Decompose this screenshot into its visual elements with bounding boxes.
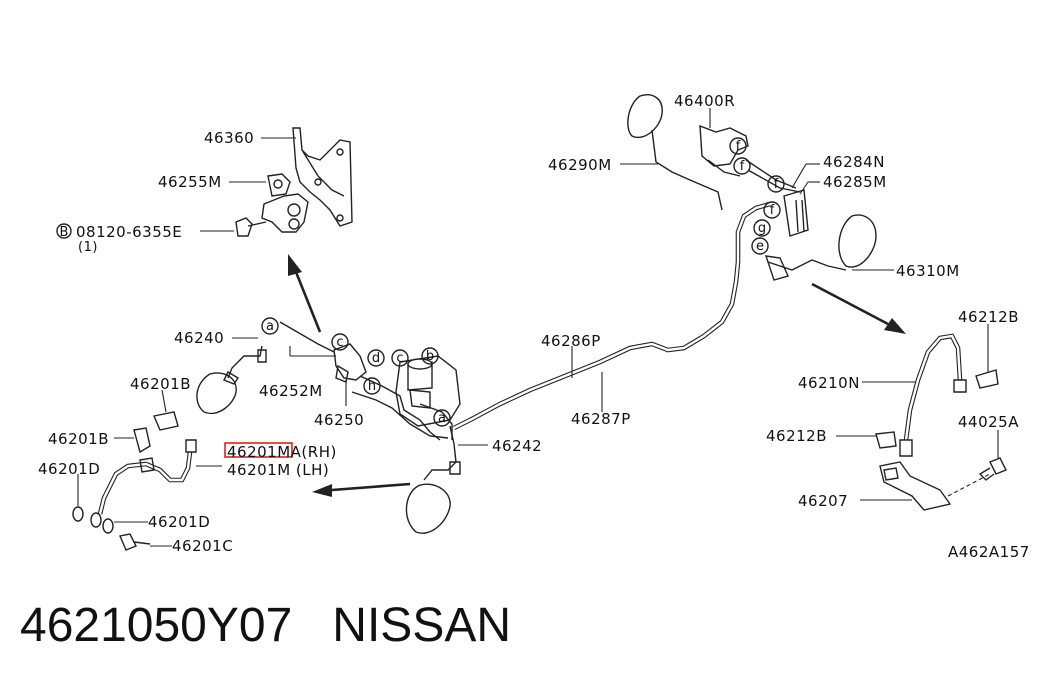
label-46286P: 46286P (541, 332, 601, 350)
footer-part-number: 4621050Y07 (20, 599, 293, 652)
callout-g-letter: g (758, 221, 766, 236)
label-46201C: 46201C (172, 537, 233, 555)
arrow-to-rear-hose (811, 282, 906, 334)
hose-46201M (97, 439, 222, 515)
callout-d-letter: d (372, 351, 380, 366)
label-46201B-upper: 46201B (130, 375, 191, 393)
label-46212B-lower: 46212B (766, 427, 827, 445)
clip-46201B-upper (153, 389, 179, 431)
callout-f-4-letter: f (770, 203, 775, 218)
callout-a (261, 317, 279, 335)
label-46201D-left: 46201D (38, 460, 100, 478)
label-46201B-lower: 46201B (48, 430, 109, 448)
label-46212B-upper: 46212B (958, 308, 1019, 326)
arrow-to-left-hose (312, 482, 411, 497)
callout-f-4 (763, 201, 781, 219)
label-46242: 46242 (492, 437, 542, 455)
bolt-prefix-letter: B (60, 225, 69, 240)
bracket-assembly-46360 (200, 127, 353, 237)
rear-bracket-46400R (620, 94, 801, 211)
label-46201D-right: 46201D (148, 513, 210, 531)
label-44025A: 44025A (958, 413, 1019, 431)
joint-46284N-46285M (783, 163, 820, 237)
hose-46242 (405, 425, 488, 534)
footer-caption: 4621050Y07 NISSAN (20, 598, 511, 653)
label-46310M: 46310M (896, 262, 960, 280)
bolt-44025A (978, 430, 1007, 481)
label-46252M: 46252M (259, 382, 323, 400)
callout-f-1 (729, 137, 747, 155)
callout-g (753, 219, 771, 237)
label-46210N: 46210N (798, 374, 860, 392)
clip-46212B-lower (836, 431, 897, 449)
callout-c-lower (391, 349, 409, 367)
label-46201MA-RH: 46201MA(RH) (227, 443, 337, 461)
abs-actuator-46250 (333, 343, 461, 441)
clip-46201B-lower (114, 427, 151, 454)
label-46287P: 46287P (571, 410, 631, 428)
hose-46210N (862, 333, 967, 457)
label-bolt-qty: (1) (78, 240, 98, 255)
callout-c-lower-letter: c (396, 351, 403, 366)
callout-e-letter: e (756, 239, 764, 254)
label-46284N: 46284N (823, 153, 885, 171)
arrow-to-bracket (288, 254, 322, 333)
callout-d (367, 349, 385, 367)
highlight-box-46201MA (224, 442, 293, 458)
callout-a-letter: a (266, 319, 274, 334)
figure-code: A462A157 (948, 543, 1030, 561)
clip-46212B-upper (975, 324, 999, 389)
tube-46286P-46287P (452, 201, 771, 431)
label-46400R: 46400R (674, 92, 735, 110)
callout-f-2 (733, 157, 751, 175)
callout-f-3-letter: f (774, 177, 779, 192)
washer-46201D-a (72, 474, 84, 522)
label-46201M-LH: 46201M (LH) (227, 461, 329, 479)
callout-e (751, 237, 769, 255)
label-46240: 46240 (174, 329, 224, 347)
label-46360: 46360 (204, 129, 254, 147)
callout-f-1-letter: f (736, 139, 741, 154)
callout-c-upper (331, 333, 349, 351)
washer-46201D-b (90, 512, 148, 534)
callout-h-letter: h (368, 379, 376, 394)
callout-b-letter: b (426, 349, 434, 364)
bolt-prefix-circle (56, 223, 72, 239)
label-46207: 46207 (798, 492, 848, 510)
label-46255M: 46255M (158, 173, 222, 191)
callout-f-3 (767, 175, 785, 193)
hose-46310M (764, 214, 894, 281)
bolt-46201C (119, 533, 172, 551)
hose-46240 (196, 321, 335, 415)
callout-a-lower (433, 409, 451, 427)
callout-f-2-letter: f (740, 159, 745, 174)
label-46285M: 46285M (823, 173, 887, 191)
callout-h (363, 377, 381, 395)
callout-a-lower-letter: a (438, 411, 446, 426)
bracket-46207 (860, 461, 991, 511)
callout-b (421, 347, 439, 365)
footer-brand: NISSAN (332, 599, 512, 652)
label-46290M: 46290M (548, 156, 612, 174)
label-46250: 46250 (314, 411, 364, 429)
callout-c-upper-letter: c (336, 335, 343, 350)
label-bolt-code: 08120-6355E (76, 223, 182, 241)
